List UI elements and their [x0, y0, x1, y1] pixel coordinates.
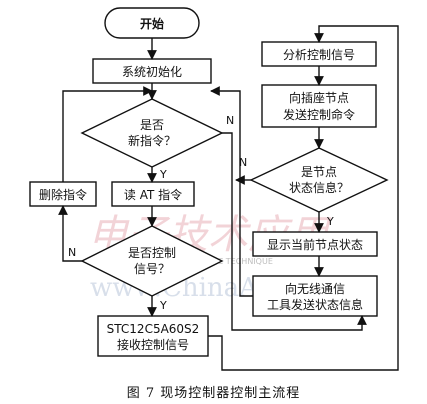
edge-label-n2: N: [68, 246, 76, 259]
figure-caption: 图 7 现场控制器控制主流程: [126, 386, 301, 401]
status-decision: [249, 147, 389, 213]
edge-label-y1: Y: [159, 168, 167, 181]
read-at-label: 读 AT 指令: [124, 187, 182, 202]
receive-label-2: 接收控制信号: [117, 337, 189, 352]
edge-label-y2: Y: [159, 299, 167, 312]
edge-label-n1: N: [226, 114, 234, 127]
display-box: [252, 231, 378, 257]
wireless-box: [252, 275, 378, 317]
status-label-2: 状态信息？: [289, 180, 349, 195]
analyze-label: 分析控制信号: [283, 48, 355, 62]
connector-line: [210, 86, 253, 297]
connector-line: [208, 25, 399, 371]
receive-label-1: STC12C5A60S2: [107, 322, 200, 336]
wireless-label-2: 工具发送状态信息: [267, 297, 363, 312]
send-label-1: 向插座节点: [289, 90, 349, 105]
init-label: 系统初始化: [122, 65, 182, 79]
new-command-label-2: 新指令？: [128, 133, 176, 148]
wireless-label-1: 向无线通信: [285, 281, 345, 296]
new-command-label-1: 是否: [140, 118, 164, 132]
send-label-2: 发送控制命令: [283, 107, 355, 122]
control-signal-label-2: 信号？: [134, 262, 170, 276]
delete-command-label: 删除指令: [39, 187, 87, 202]
status-label-1: 是节点: [301, 165, 337, 179]
edge-label-y3: Y: [326, 215, 334, 228]
start-label: 开始: [140, 16, 164, 31]
connector-line: [222, 132, 367, 331]
edge-label-n3: N: [239, 156, 247, 169]
new-command-decision: [80, 98, 224, 168]
display-label: 显示当前节点状态: [267, 237, 363, 252]
control-signal-label-1: 是否控制: [128, 246, 176, 260]
connector-line: [62, 86, 153, 182]
connector-line: [58, 205, 82, 262]
